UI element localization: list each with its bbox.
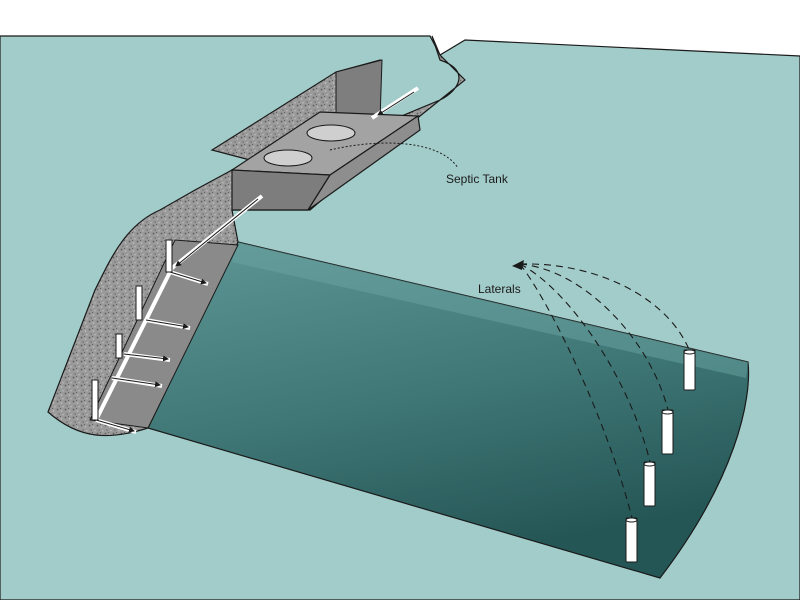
laterals-label: Laterals	[478, 282, 521, 296]
septic-tank-label: Septic Tank	[446, 172, 508, 186]
tank-lid-2	[264, 150, 312, 166]
tank-lid-1	[307, 125, 355, 141]
